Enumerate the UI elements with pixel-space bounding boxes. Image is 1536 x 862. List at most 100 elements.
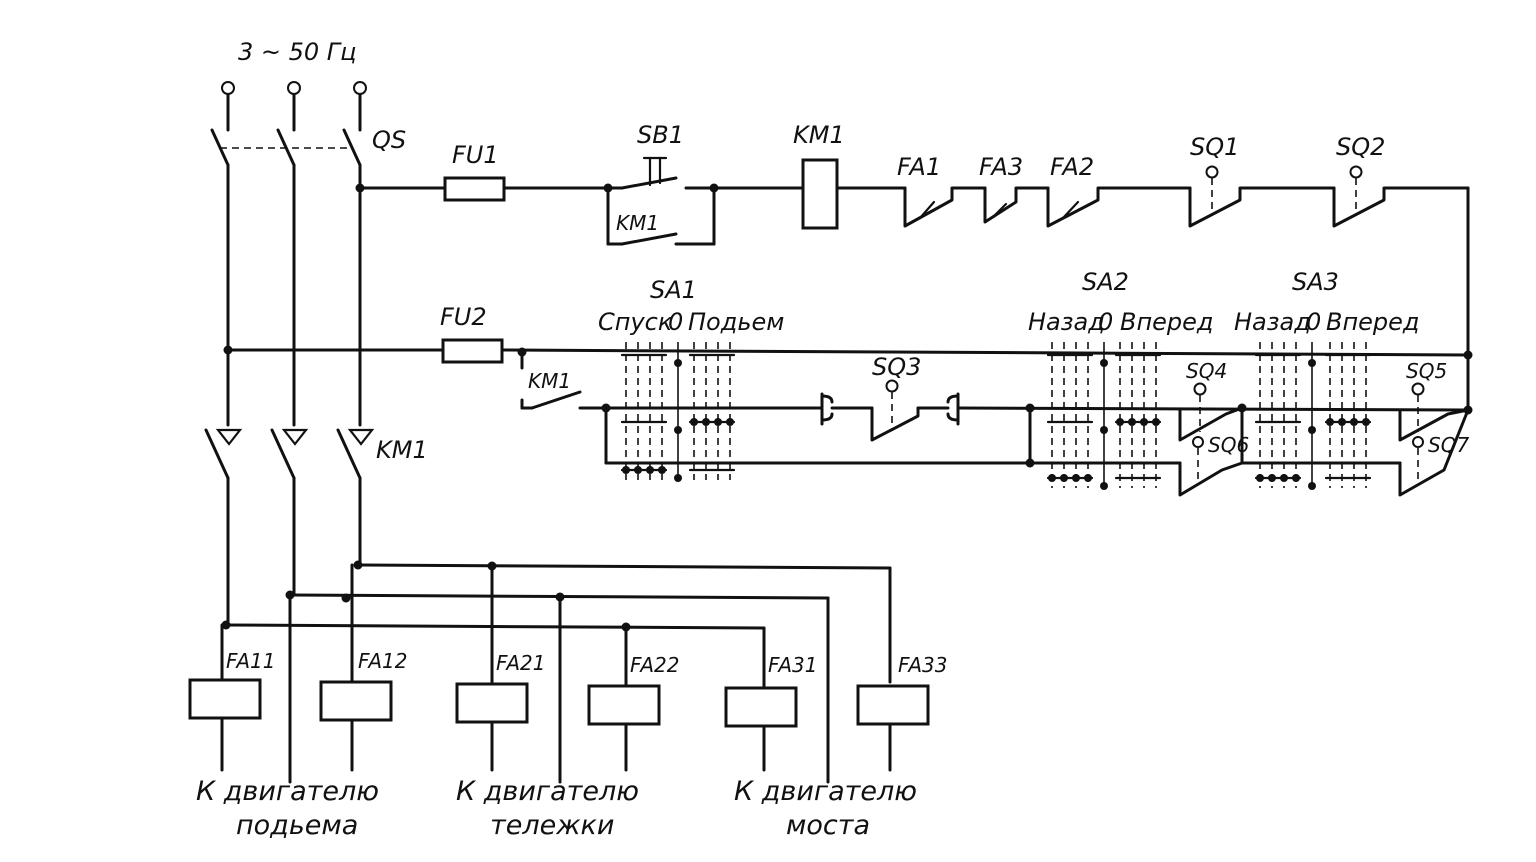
km1-hold-label: KM1 [616, 211, 659, 235]
relay-fa21 [455, 682, 529, 772]
km1-hold-contact [620, 232, 678, 246]
sa1-name: SA1 [650, 276, 697, 304]
km1-coil [801, 158, 839, 230]
sq7-label: SQ7 [1428, 433, 1469, 457]
sa2-zero: 0 [1098, 308, 1113, 336]
motor-bridge-line2: моста [786, 810, 870, 841]
sq7-limit-switch [1398, 408, 1470, 497]
relay-fa12 [319, 680, 393, 772]
controller-closed-dot [1292, 474, 1300, 482]
relay-fa33-label: FA33 [898, 653, 947, 677]
controller-zero-dot [1308, 426, 1316, 434]
controller-zero-dot [1308, 482, 1316, 490]
controller-closed-dot [658, 466, 666, 474]
sq2-limit-switch [1332, 165, 1390, 228]
fu1-fuse [443, 176, 506, 202]
sq1-limit-switch [1188, 165, 1248, 228]
sq1-label: SQ1 [1190, 133, 1239, 161]
controller-closed-dot [634, 466, 642, 474]
sq6-label: SQ6 [1208, 433, 1249, 457]
motor-trolley-line2: тележки [490, 810, 614, 841]
motor-bridge-line1: К двигателю [734, 776, 917, 807]
sa2-name: SA2 [1082, 268, 1129, 296]
controller-closed-dot [1268, 474, 1276, 482]
controller-closed-dot [690, 418, 698, 426]
relay-fa33 [856, 684, 930, 772]
sa3-controller [1254, 342, 1372, 490]
sq3-label: SQ3 [872, 353, 921, 381]
fa1-label: FA1 [897, 153, 941, 181]
sa3-right: Вперед [1326, 308, 1420, 336]
sa3-left: Назад [1234, 308, 1311, 336]
controller-closed-dot [646, 466, 654, 474]
fa-nc-contacts [903, 186, 1104, 228]
controller-closed-dot [726, 418, 734, 426]
relay-fa22 [587, 684, 661, 772]
controller-closed-dot [714, 418, 722, 426]
controller-closed-dot [1362, 418, 1370, 426]
fu2-circuit-wires [226, 348, 1470, 465]
sa2-controller [1046, 342, 1162, 490]
controller-closed-dot [1338, 418, 1346, 426]
controller-closed-dot [1280, 474, 1288, 482]
controller-zero-dot [1100, 482, 1108, 490]
km1-coil-label: KM1 [793, 121, 845, 149]
fu2-fuse [441, 338, 504, 364]
controller-closed-dot [1326, 418, 1334, 426]
km1-aux-contact [530, 390, 582, 410]
sb1-label: SB1 [637, 121, 684, 149]
sq2-label: SQ2 [1336, 133, 1385, 161]
motor-hoist-line2: подьема [236, 810, 358, 841]
motor-hoist-line1: К двигателю [196, 776, 379, 807]
km1-main-label: KM1 [376, 436, 428, 464]
controller-closed-dot [702, 418, 710, 426]
controller-closed-dot [1140, 418, 1148, 426]
sa1-right: Подьем [688, 308, 784, 336]
motor-trolley-line1: К двигателю [456, 776, 639, 807]
qs-switch [210, 128, 362, 167]
relay-fa11 [188, 678, 262, 772]
controller-closed-dot [1116, 418, 1124, 426]
controller-closed-dot [1350, 418, 1358, 426]
relay-fa21-label: FA21 [496, 651, 545, 675]
controller-zero-dot [1308, 359, 1316, 367]
top-circuit-wires [358, 186, 1470, 412]
relay-fa22-label: FA22 [630, 653, 679, 677]
km1-aux-label: KM1 [528, 369, 571, 393]
fu2-label: FU2 [440, 303, 487, 331]
controller-zero-dot [674, 426, 682, 434]
sa3-name: SA3 [1292, 268, 1339, 296]
controller-closed-dot [1128, 418, 1136, 426]
sa2-right: Вперед [1120, 308, 1214, 336]
sq3-limit-switch [810, 379, 960, 442]
qs-label: QS [372, 126, 406, 154]
controller-closed-dot [1060, 474, 1068, 482]
controller-closed-dot [1256, 474, 1264, 482]
sq4-label: SQ4 [1186, 359, 1227, 383]
km1-main-contacts [204, 428, 375, 627]
relay-fa31 [724, 686, 798, 772]
supply-terminals [221, 81, 367, 132]
controller-zero-dot [674, 359, 682, 367]
controller-closed-dot [1152, 418, 1160, 426]
controller-closed-dot [1084, 474, 1092, 482]
sq5-label: SQ5 [1406, 359, 1447, 383]
relay-fa11-label: FA11 [226, 649, 275, 673]
controller-zero-dot [1100, 426, 1108, 434]
sa1-left: Спуск [598, 308, 673, 336]
relay-fa12-label: FA12 [358, 649, 407, 673]
controller-zero-dot [1100, 359, 1108, 367]
sb1-pushbutton [606, 156, 678, 190]
sa3-zero: 0 [1306, 308, 1321, 336]
sa2-left: Назад [1028, 308, 1105, 336]
controller-closed-dot [1072, 474, 1080, 482]
phase-lines [226, 163, 362, 427]
sq4-limit-switch [1178, 382, 1244, 442]
sq5-limit-switch [1398, 382, 1470, 442]
supply-label: 3 ~ 50 Гц [238, 38, 357, 66]
sq6-limit-switch [1178, 436, 1244, 497]
sa1-zero: 0 [668, 308, 683, 336]
relay-fa31-label: FA31 [768, 653, 817, 677]
sa1-controller [620, 342, 736, 482]
